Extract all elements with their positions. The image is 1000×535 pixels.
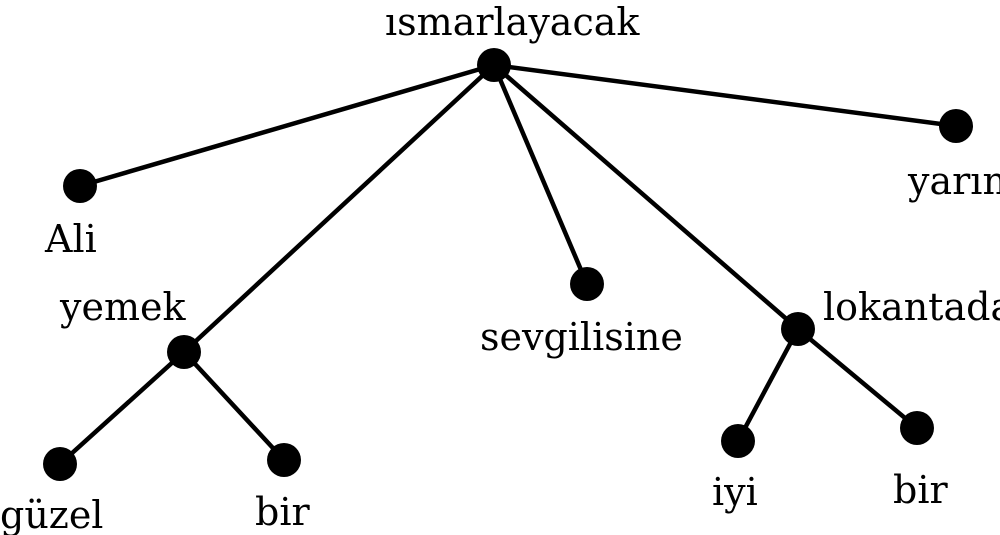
node-yemek bbox=[167, 335, 201, 369]
edge-yemek-guzel bbox=[57, 349, 187, 467]
word-label-yarin: yarın bbox=[907, 159, 1000, 203]
edge-ismarlayacak-sevgilisine bbox=[491, 62, 590, 287]
node-ali bbox=[63, 169, 97, 203]
node-yarin bbox=[939, 109, 973, 143]
edges bbox=[57, 62, 959, 467]
nodes bbox=[43, 48, 973, 481]
edge-ismarlayacak-ali bbox=[77, 62, 497, 189]
word-label-bir2: bir bbox=[893, 468, 948, 512]
word-label-iyi: iyi bbox=[712, 470, 758, 514]
node-bir1 bbox=[267, 443, 301, 477]
edge-lokantada-bir2 bbox=[795, 326, 920, 431]
word-label-bir1: bir bbox=[255, 490, 310, 534]
word-label-ali: Ali bbox=[44, 217, 97, 261]
node-guzel bbox=[43, 447, 77, 481]
node-ismarlayacak bbox=[477, 48, 511, 82]
node-iyi bbox=[721, 424, 755, 458]
edge-ismarlayacak-yarin bbox=[491, 62, 959, 129]
word-label-ismarlayacak: ısmarlayacak bbox=[385, 0, 640, 44]
edge-yemek-bir1 bbox=[181, 349, 287, 463]
edge-lokantada-iyi bbox=[735, 326, 801, 444]
edge-ismarlayacak-lokantada bbox=[491, 62, 801, 332]
node-bir2 bbox=[900, 411, 934, 445]
word-label-sevgilisine: sevgilisine bbox=[480, 315, 683, 359]
word-label-lokantada: lokantada bbox=[823, 285, 1000, 329]
node-sevgilisine bbox=[570, 267, 604, 301]
node-lokantada bbox=[781, 312, 815, 346]
word-label-guzel: güzel bbox=[0, 493, 103, 535]
word-label-yemek: yemek bbox=[59, 285, 186, 329]
edge-ismarlayacak-yemek bbox=[181, 62, 497, 355]
